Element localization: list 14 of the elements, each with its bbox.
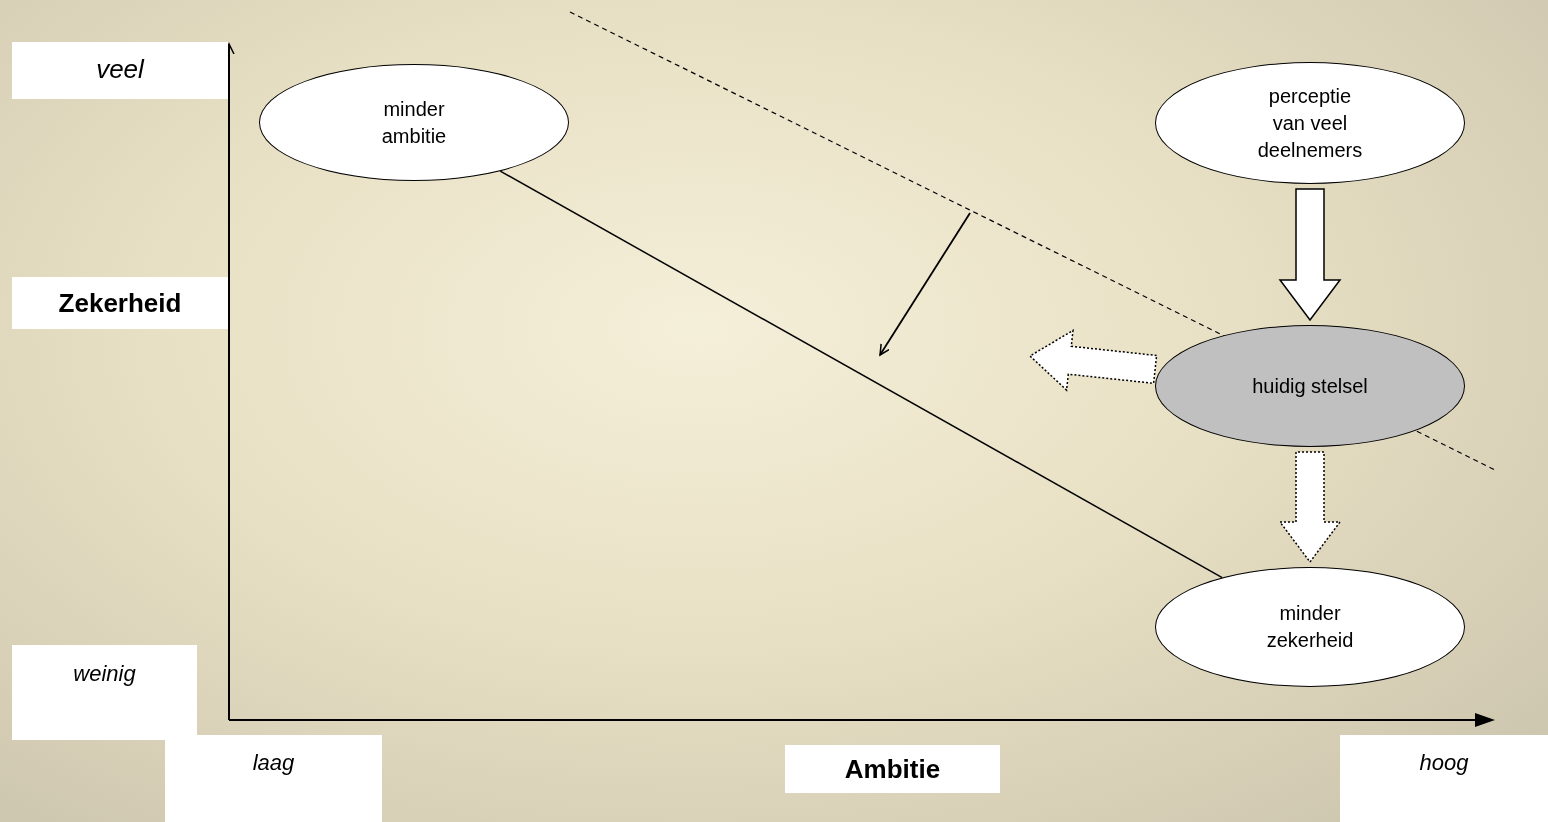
axis-label: hoog — [1419, 750, 1469, 776]
axis-label: Zekerheid — [58, 287, 182, 319]
node-label: huidig stelsel — [1251, 373, 1369, 399]
dotted-block-arrow — [1028, 329, 1158, 392]
node-label: perceptie van veel deelnemers — [1256, 83, 1364, 163]
connector-line — [499, 170, 1223, 579]
dotted-block-arrow — [1278, 451, 1342, 564]
node-label: minder ambitie — [380, 96, 448, 149]
block-arrow — [1278, 188, 1342, 322]
axis-label: laag — [252, 750, 295, 776]
axis-label: weinig — [73, 661, 136, 687]
axis-label: Ambitie — [844, 753, 941, 785]
axis-label: veel — [96, 54, 144, 85]
node-label: minder zekerheid — [1265, 601, 1355, 653]
